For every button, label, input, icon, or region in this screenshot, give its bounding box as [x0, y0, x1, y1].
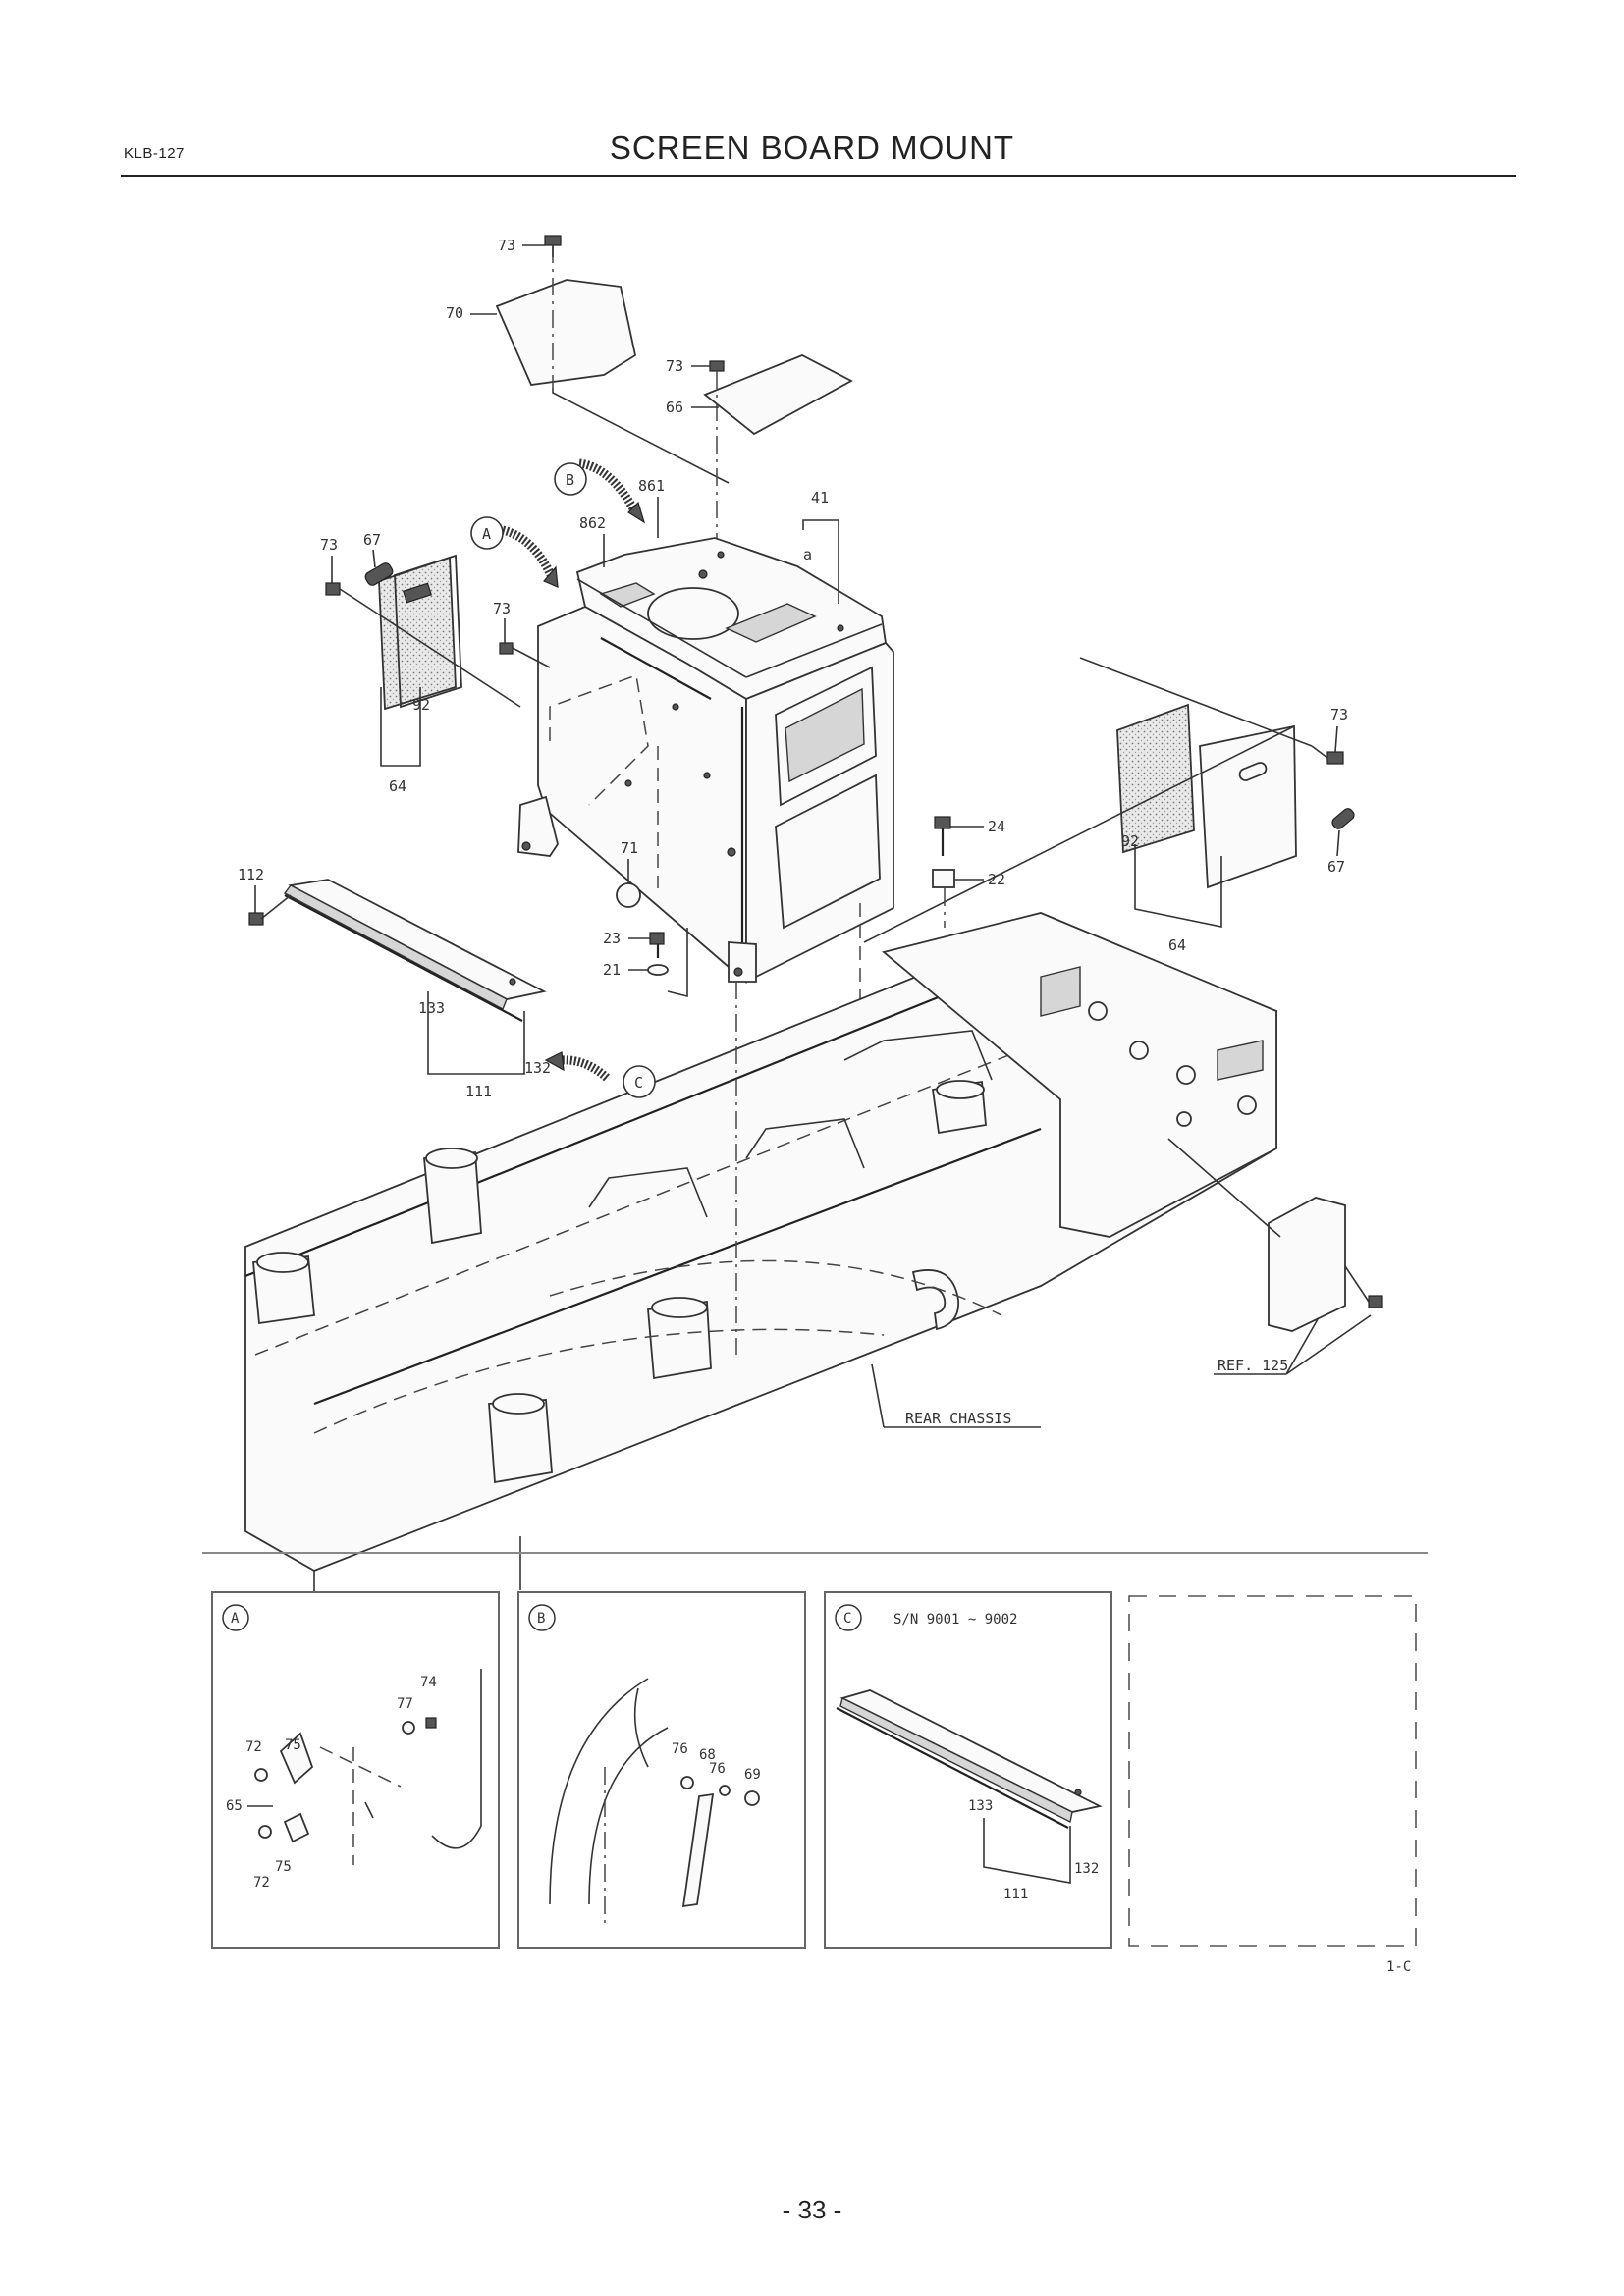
page-number: - 33 - [782, 2195, 842, 2224]
callout-75-bottom: 75 [275, 1859, 292, 1875]
callout-92-right: 92 [1121, 832, 1139, 850]
callout-69: 69 [744, 1767, 761, 1783]
serial-range: S/N 9001 ~ 9002 [893, 1612, 1017, 1628]
callout-22: 22 [988, 871, 1005, 888]
screen-board-mount-frame [517, 537, 894, 984]
callout-112: 112 [238, 866, 264, 883]
svg-text:B: B [566, 471, 574, 489]
callout-133: 133 [418, 999, 445, 1017]
detail-a-marker: A [231, 1611, 240, 1627]
channel-assembly-111 [248, 879, 547, 1075]
figure-code: 1-C [1386, 1959, 1411, 1975]
cover-plate-70 [495, 245, 730, 484]
callout-64-left: 64 [389, 777, 406, 795]
callout-861: 861 [638, 477, 665, 495]
callout-70: 70 [446, 304, 463, 322]
callout-73-frame: 73 [493, 600, 511, 617]
callout-72-top: 72 [245, 1739, 262, 1755]
callout-132-detail: 132 [1074, 1861, 1099, 1877]
callout-23: 23 [603, 930, 621, 947]
callout-67-left: 67 [363, 531, 381, 549]
side-cover-right [863, 657, 1355, 943]
callout-133-detail: 133 [968, 1798, 993, 1814]
marker-a-main: A [470, 516, 504, 550]
side-cover-left [325, 554, 551, 767]
detail-b-marker: B [537, 1611, 545, 1627]
detail-panel-empty [1128, 1595, 1417, 1947]
marker-c-main: C [623, 1065, 656, 1098]
callout-71: 71 [621, 839, 638, 857]
detail-c-marker: C [843, 1611, 851, 1627]
detail-panel-b: B 76 68 76 69 [517, 1591, 806, 1949]
detail-arrows [501, 458, 646, 1082]
callout-21: 21 [603, 961, 621, 979]
callout-92-left: 92 [412, 696, 430, 714]
callout-73-plate: 73 [666, 357, 683, 375]
callout-862: 862 [579, 514, 606, 532]
callout-75-top: 75 [285, 1737, 301, 1753]
callout-67-right: 67 [1327, 858, 1345, 876]
callout-73-left: 73 [320, 536, 338, 554]
callout-111-detail: 111 [1003, 1887, 1028, 1902]
callout-24: 24 [988, 818, 1005, 835]
callout-rear-chassis: REAR CHASSIS [905, 1410, 1011, 1427]
marker-b-main: B [554, 462, 587, 496]
svg-text:A: A [482, 525, 491, 543]
main-callouts: 73 70 73 66 861 862 41 a 67 73 73 92 64 … [238, 237, 1348, 1427]
callout-73-right: 73 [1330, 706, 1348, 723]
callout-72-bottom: 72 [253, 1875, 270, 1891]
detail-panel-a: A 74 77 75 72 65 75 72 [211, 1591, 500, 1949]
callout-64-right: 64 [1168, 936, 1186, 954]
callout-74: 74 [420, 1675, 437, 1690]
page-title: SCREEN BOARD MOUNT [609, 130, 1015, 166]
callout-41: 41 [811, 489, 829, 507]
callout-65: 65 [226, 1798, 243, 1814]
callout-a: a [803, 546, 812, 563]
callout-132: 132 [524, 1059, 551, 1077]
callout-66: 66 [666, 399, 683, 416]
document-code: KLB-127 [124, 145, 185, 162]
callout-ref-125: REF. 125 [1218, 1357, 1288, 1374]
detail-panel-c: C S/N 9001 ~ 9002 133 132 111 [824, 1591, 1112, 1949]
callout-77: 77 [397, 1696, 413, 1712]
callout-111: 111 [465, 1083, 492, 1100]
callout-73-top: 73 [498, 237, 515, 254]
svg-text:C: C [634, 1074, 643, 1092]
title-rule [121, 175, 1516, 177]
bolt-73-top [544, 235, 562, 257]
rear-chassis [244, 912, 1383, 1620]
callout-76-right: 76 [709, 1761, 726, 1777]
callout-76-left: 76 [672, 1741, 688, 1757]
callout-68: 68 [699, 1747, 716, 1763]
